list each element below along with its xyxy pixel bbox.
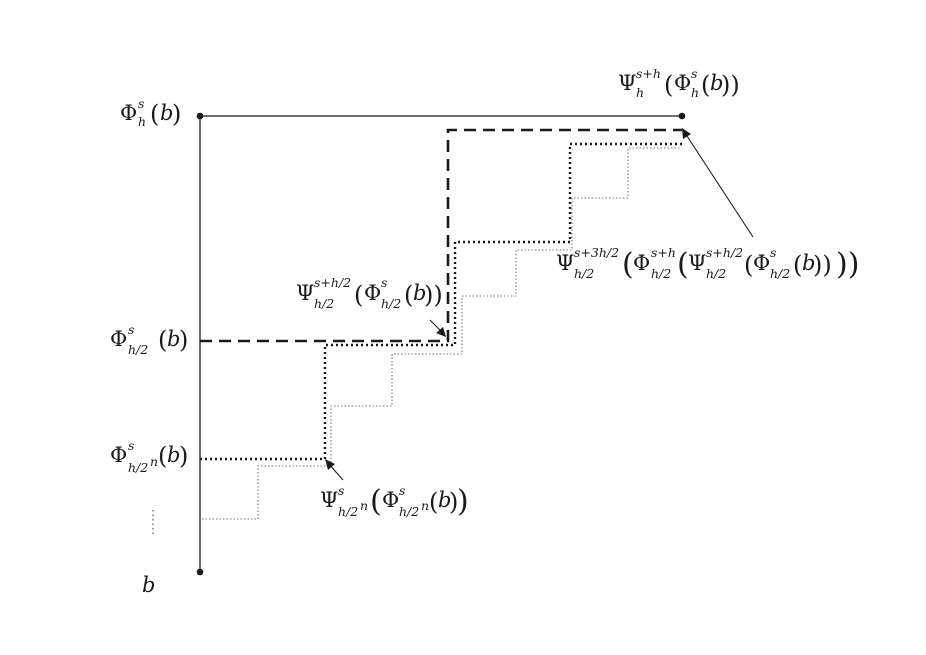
- label-phi-h2: Φ s h/2 ( b ): [110, 322, 188, 357]
- svg-text:s+h/2: s+h/2: [314, 275, 351, 290]
- svg-text:h/2: h/2: [574, 266, 594, 281]
- svg-text:Φ: Φ: [120, 101, 137, 125]
- svg-text:): ): [457, 484, 469, 519]
- svg-text:): ): [449, 488, 458, 516]
- svg-text:Φ: Φ: [633, 251, 650, 275]
- svg-text:(: (: [793, 251, 802, 279]
- svg-text:Φ: Φ: [110, 327, 127, 351]
- svg-text:h/2: h/2: [338, 504, 358, 519]
- svg-text:s: s: [128, 322, 134, 337]
- svg-text:Ψ: Ψ: [688, 251, 706, 275]
- svg-text:h/2: h/2: [770, 266, 790, 281]
- svg-text:)): )): [836, 247, 859, 282]
- label-phi-h2n: Φ s h/2 n ( b ): [110, 438, 188, 475]
- svg-text:s+h/2: s+h/2: [706, 245, 743, 260]
- point-top-left: [196, 112, 204, 120]
- svg-text:n: n: [421, 498, 429, 513]
- svg-text:s: s: [691, 66, 697, 81]
- svg-text:)): )): [424, 281, 443, 309]
- dotted-path-heavy: [200, 142, 682, 461]
- point-b: [196, 568, 204, 576]
- label-psi-low: Ψ s h/2 n ( Φ s h/2 n ( b ) ): [320, 483, 469, 519]
- svg-text:(: (: [664, 71, 673, 99]
- svg-text:h: h: [138, 114, 146, 129]
- dotted-path-light: [202, 147, 680, 520]
- svg-text:Ψ: Ψ: [556, 251, 574, 275]
- svg-text:Φ: Φ: [753, 251, 770, 275]
- point-top-right: [678, 112, 686, 120]
- svg-text:(: (: [404, 281, 413, 309]
- svg-text:(: (: [744, 251, 753, 279]
- svg-text:b: b: [413, 281, 426, 305]
- svg-text:b: b: [167, 443, 180, 467]
- svg-text:b: b: [438, 488, 451, 512]
- svg-text:(: (: [677, 247, 689, 282]
- svg-text:): ): [179, 326, 188, 354]
- svg-text:(: (: [158, 326, 167, 354]
- svg-text:(: (: [158, 442, 167, 470]
- svg-text:Φ: Φ: [364, 281, 381, 305]
- svg-text:s: s: [138, 96, 144, 111]
- svg-text:): ): [172, 100, 181, 128]
- svg-text:h/2: h/2: [128, 342, 148, 357]
- arrow-to-top-corner: [682, 128, 754, 238]
- svg-text:): ): [179, 442, 188, 470]
- svg-text:Ψ: Ψ: [618, 71, 636, 95]
- label-b: b: [142, 573, 155, 597]
- svg-text:h: h: [691, 85, 699, 100]
- svg-text:h/2: h/2: [651, 266, 671, 281]
- svg-text:b: b: [167, 327, 180, 351]
- svg-text:s: s: [338, 483, 344, 498]
- label-phi-h: Φ s h ( b ): [120, 96, 181, 129]
- svg-text:Φ: Φ: [674, 71, 691, 95]
- svg-text:n: n: [360, 498, 368, 513]
- label-psi-mid: Ψ s+h/2 h/2 ( Φ s h/2 ( b )): [296, 275, 443, 311]
- arrow-to-low-corner: [325, 459, 344, 481]
- svg-text:Ψ: Ψ: [296, 281, 314, 305]
- dashed-path-h2: [200, 128, 682, 343]
- svg-text:(: (: [354, 281, 363, 309]
- svg-text:s: s: [399, 483, 405, 498]
- svg-text:(: (: [701, 71, 710, 99]
- arrow-to-mid-corner: [429, 319, 446, 337]
- svg-text:Φ: Φ: [382, 488, 399, 512]
- label-psi-top: Ψ s+h h ( Φ s h ( b )): [618, 66, 740, 100]
- svg-text:(: (: [150, 100, 159, 128]
- svg-text:h/2: h/2: [399, 504, 419, 519]
- svg-text:(: (: [429, 488, 438, 516]
- svg-text:n: n: [150, 454, 158, 469]
- svg-text:h/2: h/2: [381, 296, 401, 311]
- svg-text:s+3h/2: s+3h/2: [574, 245, 619, 260]
- svg-text:s+h: s+h: [651, 245, 676, 260]
- svg-text:)): )): [721, 71, 740, 99]
- svg-text:s: s: [381, 275, 387, 290]
- svg-text:h: h: [636, 85, 644, 100]
- svg-text:h/2: h/2: [314, 296, 334, 311]
- svg-text:)): )): [813, 251, 832, 279]
- svg-text:h/2: h/2: [128, 460, 148, 475]
- svg-text:s+h: s+h: [636, 66, 661, 81]
- svg-text:s: s: [770, 245, 776, 260]
- svg-text:Φ: Φ: [110, 443, 127, 467]
- label-psi-big: Ψ s+3h/2 h/2 ( Φ s+h h/2 ( Ψ s+h/2 h/2 (…: [556, 245, 859, 282]
- svg-text:s: s: [128, 438, 134, 453]
- svg-text:(: (: [370, 484, 382, 519]
- svg-text:h/2: h/2: [706, 266, 726, 281]
- svg-text:b: b: [160, 101, 173, 125]
- svg-text:b: b: [802, 251, 815, 275]
- svg-text:b: b: [710, 71, 723, 95]
- svg-text:(: (: [622, 247, 634, 282]
- svg-text:Ψ: Ψ: [320, 488, 338, 512]
